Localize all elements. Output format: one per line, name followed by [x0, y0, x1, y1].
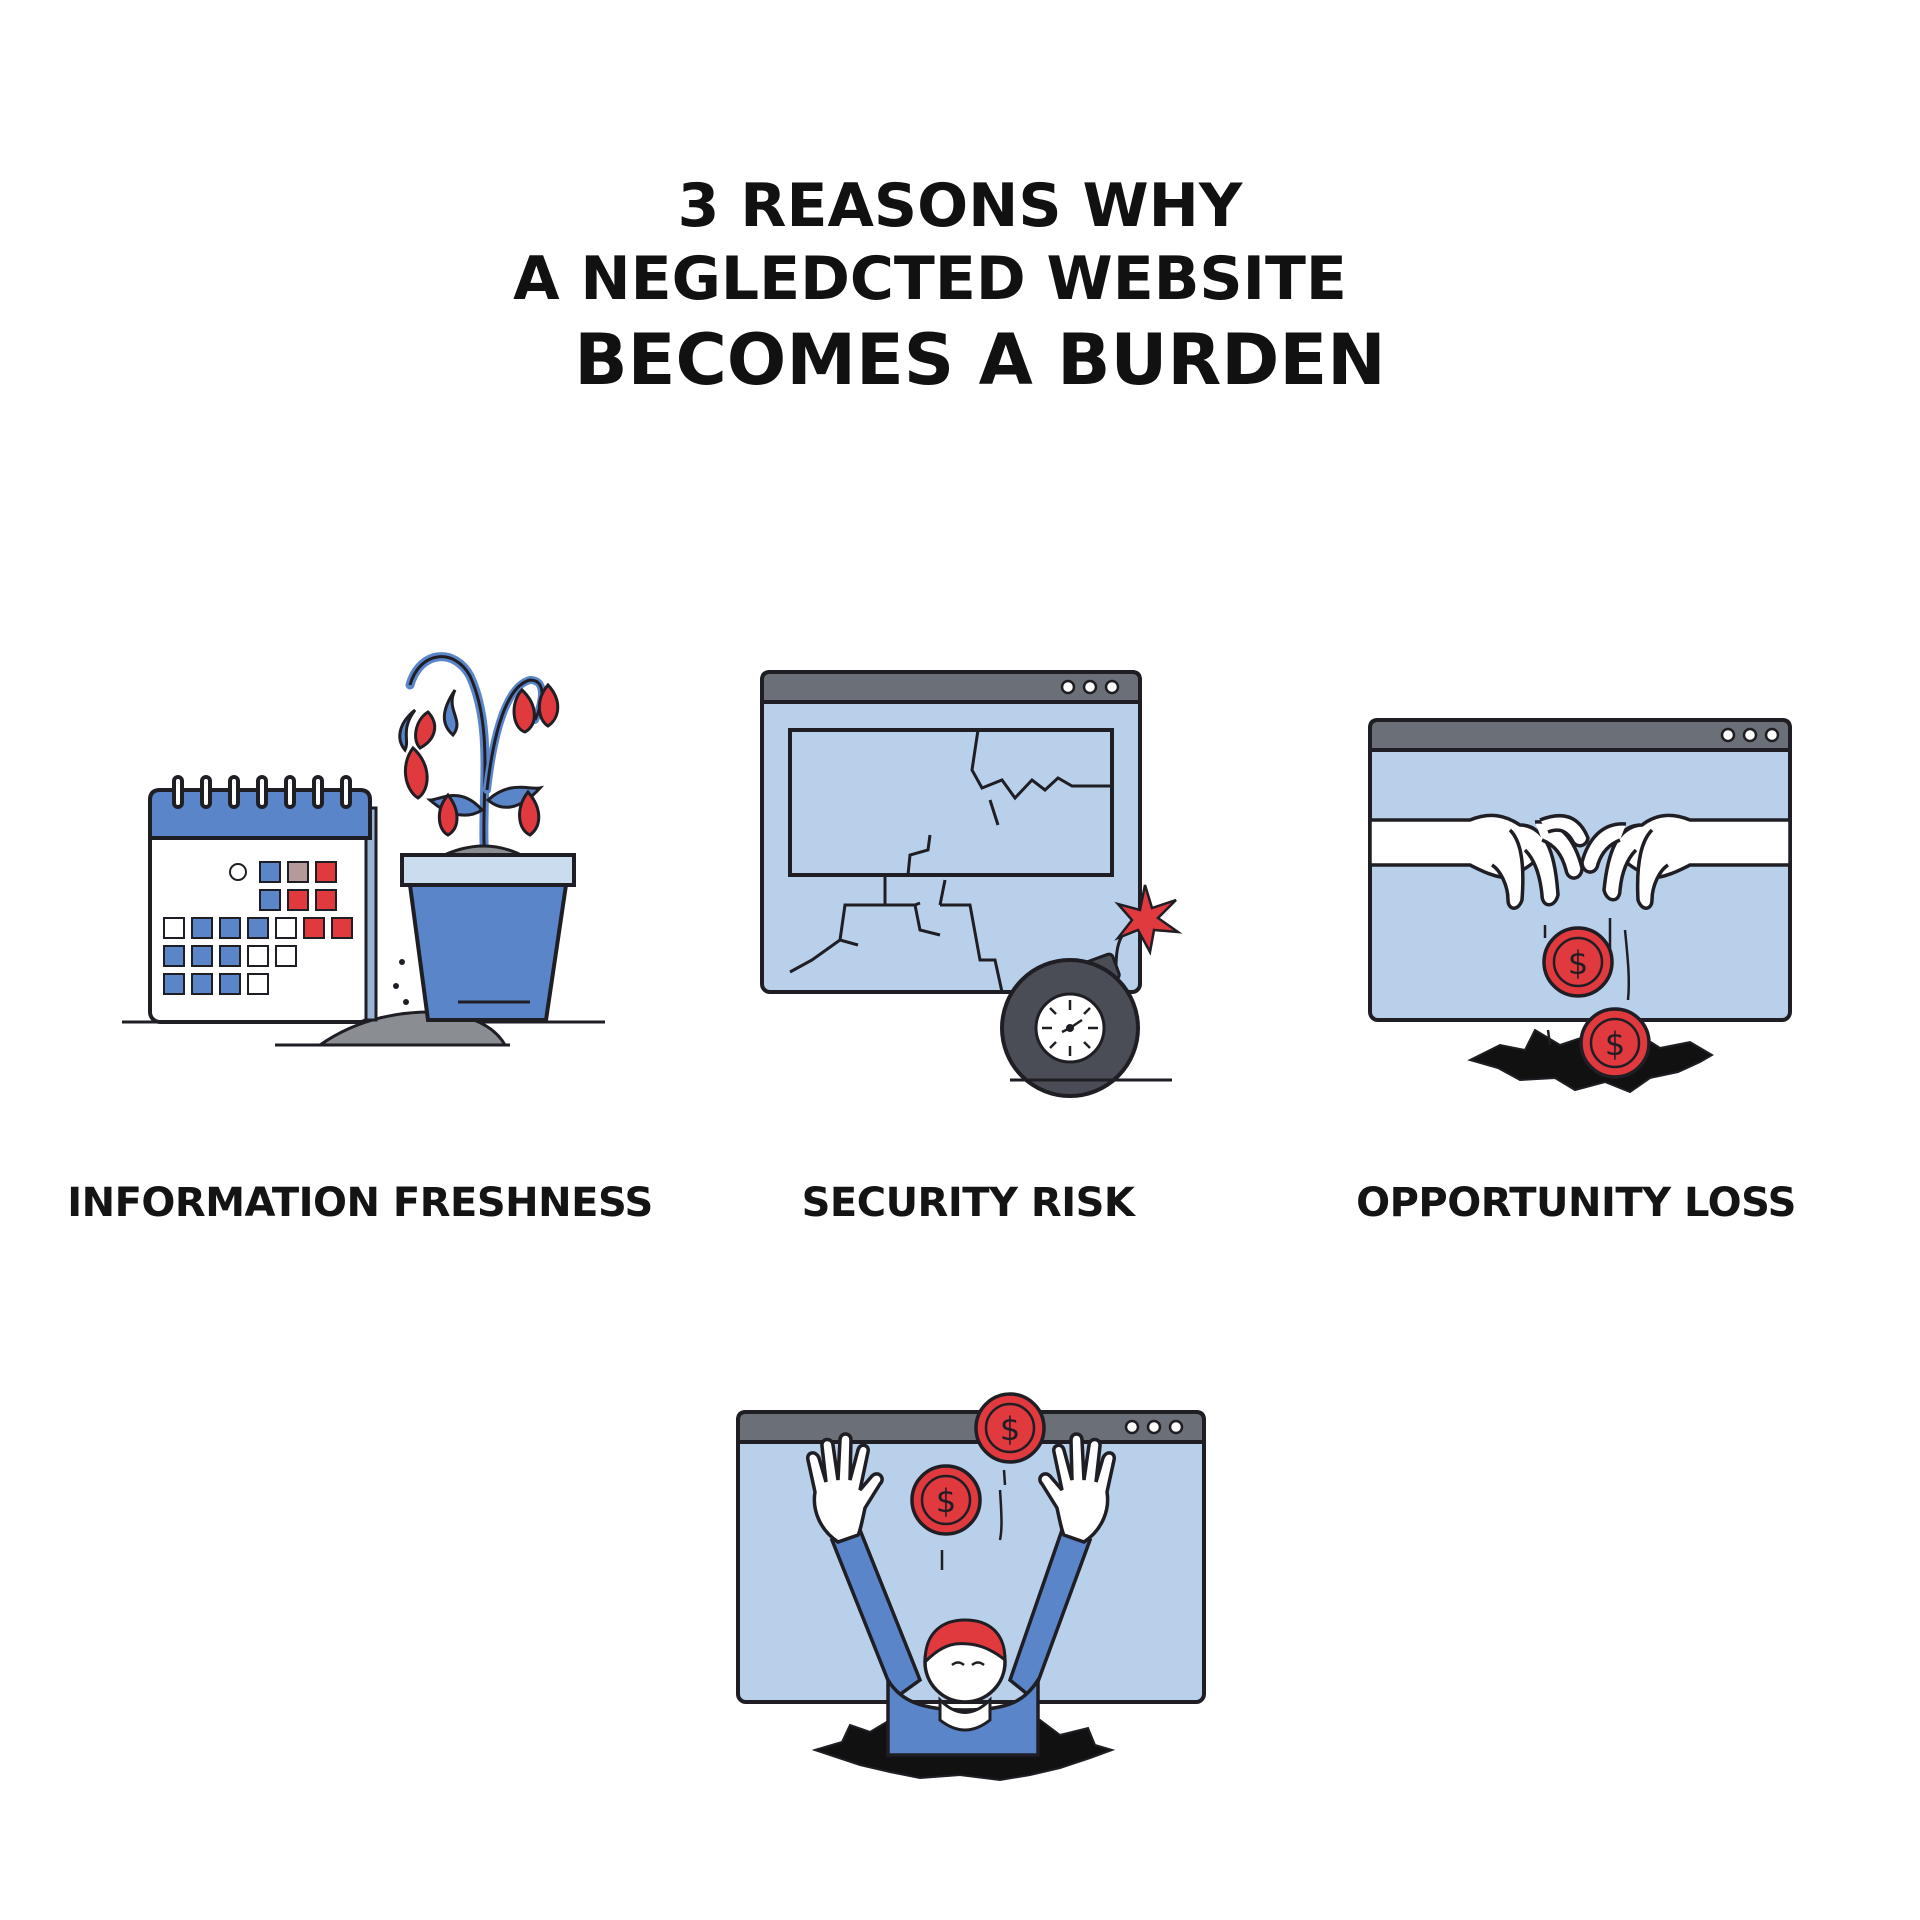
reason-3-label: OPPORTUNITY LOSS — [1356, 1180, 1796, 1226]
person-sinking-in-browser-with-coins-icon: $ $ — [736, 1392, 1206, 1782]
dollar-coin-icon: $ — [910, 1464, 982, 1536]
browser-with-hands-dropping-coins-icon: $ $ — [1368, 718, 1792, 1094]
reason-1-illustration — [110, 640, 630, 1060]
title-line-1: 3 REASONS WHY — [677, 171, 1243, 241]
svg-text:$: $ — [936, 1482, 956, 1520]
reason-3-illustration: $ $ — [1360, 700, 1800, 1120]
dollar-coin-icon: $ — [1579, 1007, 1651, 1079]
reason-2-label: SECURITY RISK — [801, 1180, 1135, 1226]
calendar-and-wilting-plant-icon — [122, 652, 605, 1047]
reason-1-label: INFORMATION FRESHNESS — [67, 1180, 653, 1226]
bottom-illustration: $ $ — [720, 1380, 1220, 1800]
svg-text:$: $ — [1605, 1025, 1625, 1063]
person-icon — [806, 1432, 1116, 1757]
calendar-icon — [148, 775, 378, 1024]
reason-2-illustration — [740, 660, 1200, 1100]
page-title: 3 REASONS WHY A NEGLEDCTED WEBSITE BECOM… — [0, 170, 1920, 404]
title-line-2: A NEGLEDCTED WEBSITE — [513, 244, 1347, 315]
title-line-3: BECOMES A BURDEN — [574, 319, 1386, 402]
cracked-browser-with-bomb-icon — [760, 670, 1183, 1098]
browser-window — [760, 670, 1142, 994]
dollar-coin-icon: $ — [1542, 926, 1614, 998]
svg-text:$: $ — [1000, 1410, 1020, 1448]
svg-text:$: $ — [1568, 944, 1588, 982]
left-hand-icon — [1368, 813, 1590, 910]
bomb-icon — [1000, 884, 1183, 1098]
wilting-plant-icon — [398, 652, 576, 1022]
right-hand-icon — [1580, 813, 1792, 910]
dollar-coin-icon: $ — [974, 1392, 1046, 1464]
